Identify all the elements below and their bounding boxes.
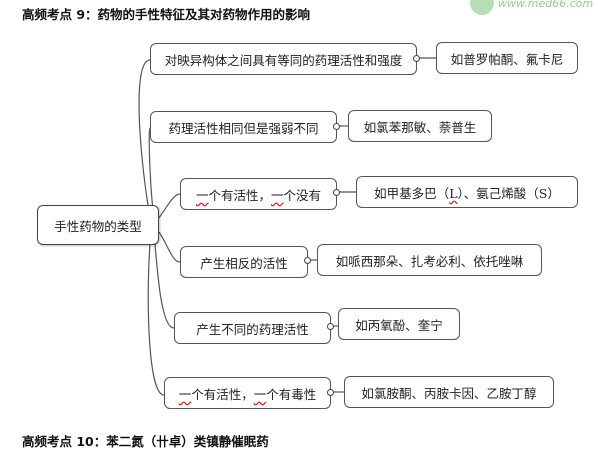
branch-type-6: 一个有活性，一个有毒性 bbox=[164, 377, 331, 409]
connector-dot-6 bbox=[327, 389, 334, 396]
connector-root-branch-5 bbox=[154, 243, 175, 329]
branch-type-5: 产生不同的药理活性 bbox=[174, 312, 331, 344]
branch-example-3-label: 如甲基多巴（L）、氨己烯酸（S） bbox=[374, 185, 560, 201]
watermark-text: www.med66.com bbox=[498, 0, 594, 10]
connector-dot-4 bbox=[304, 257, 311, 264]
connector-root-branch-6 bbox=[147, 243, 165, 396]
branch-type-2: 药理活性相同但是强弱不同 bbox=[150, 111, 337, 143]
branch-example-6: 如氯胺酮、丙胺卡因、乙胺丁醇 bbox=[344, 376, 554, 408]
connector-root-branch-4 bbox=[158, 231, 181, 263]
branch-type-4: 产生相反的活性 bbox=[180, 246, 308, 278]
branch-example-3: 如甲基多巴（L）、氨己烯酸（S） bbox=[356, 176, 578, 208]
branch-example-2-label: 如氯苯那敏、萘普生 bbox=[363, 119, 477, 135]
branch-example-4-label: 如哌西那朵、扎考必利、依托唑啉 bbox=[335, 253, 524, 269]
connector-dot-1 bbox=[413, 55, 420, 62]
branch-example-5: 如丙氧酚、奎宁 bbox=[338, 308, 460, 340]
branch-type-6-label: 一个有活性，一个有毒性 bbox=[178, 386, 317, 402]
root-node-label: 手性药物的类型 bbox=[54, 218, 142, 234]
watermark-logo: www.med66.com bbox=[470, 0, 594, 15]
branch-type-5-label: 产生不同的药理活性 bbox=[196, 321, 309, 337]
branch-example-1: 如普罗帕酮、氟卡尼 bbox=[436, 42, 578, 74]
connector-root-branch-1 bbox=[138, 59, 151, 217]
connector-dot-3 bbox=[333, 189, 340, 196]
branch-type-3: 一个有活性，一个没有 bbox=[180, 178, 337, 210]
connector-dot-5 bbox=[327, 323, 334, 330]
connector-dot-2 bbox=[333, 123, 340, 130]
section-heading-10: 高频考点 10：苯二氮（卄卓）类镇静催眠药 bbox=[22, 434, 269, 449]
leaf-logo-icon bbox=[470, 0, 494, 15]
branch-example-5-label: 如丙氧酚、奎宁 bbox=[355, 317, 443, 333]
branch-type-1-label: 对映异构体之间具有等同的药理活性和强度 bbox=[164, 52, 403, 68]
branch-type-2-label: 药理活性相同但是强弱不同 bbox=[168, 120, 319, 136]
branch-type-4-label: 产生相反的活性 bbox=[200, 255, 288, 271]
branch-example-2: 如氯苯那敏、萘普生 bbox=[348, 110, 492, 142]
branch-example-1-label: 如普罗帕酮、氟卡尼 bbox=[450, 51, 564, 67]
branch-type-1: 对映异构体之间具有等同的药理活性和强度 bbox=[150, 43, 417, 75]
connector-root-branch-3 bbox=[158, 193, 181, 219]
branch-type-3-label: 一个有活性，一个没有 bbox=[195, 187, 322, 203]
branch-example-6-label: 如氯胺酮、丙胺卡因、乙胺丁醇 bbox=[361, 385, 537, 401]
branch-example-4: 如哌西那朵、扎考必利、依托唑啉 bbox=[317, 244, 542, 276]
section-heading-9: 高频考点 9：药物的手性特征及其对药物作用的影响 bbox=[22, 7, 311, 22]
root-node: 手性药物的类型 bbox=[37, 205, 159, 245]
